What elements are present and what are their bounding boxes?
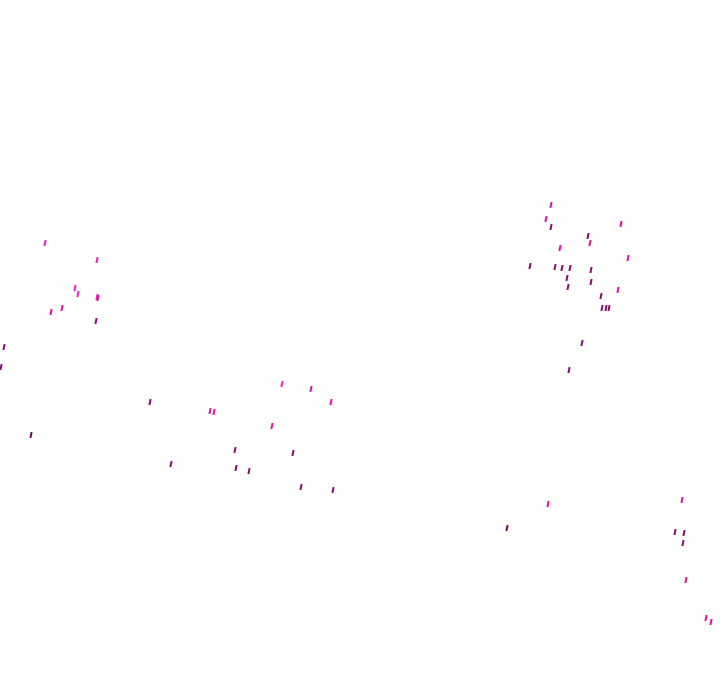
mark (558, 244, 562, 252)
mark (29, 431, 33, 439)
mark (619, 220, 623, 228)
mark (505, 524, 509, 532)
mark (599, 292, 603, 300)
mark (291, 449, 295, 457)
mark (309, 385, 313, 393)
mark (673, 528, 677, 536)
mark (2, 343, 6, 351)
mark (549, 223, 553, 231)
mark (49, 308, 53, 316)
mark (560, 264, 564, 272)
mark (709, 618, 713, 626)
mark (546, 500, 550, 508)
mark (586, 232, 590, 240)
mark (567, 366, 571, 374)
mark (299, 483, 303, 491)
mark (212, 408, 216, 416)
mark (607, 304, 611, 312)
mark (680, 496, 684, 504)
mark (604, 304, 608, 312)
mark (553, 263, 557, 271)
mark (580, 339, 584, 347)
mark (43, 239, 47, 247)
mark (589, 278, 593, 286)
mark (233, 446, 237, 454)
mark (684, 576, 688, 584)
mark (600, 304, 604, 312)
mark (73, 284, 77, 292)
mark (270, 422, 274, 430)
mark (549, 201, 553, 209)
mark (329, 398, 333, 406)
mark (208, 407, 212, 415)
mark (565, 274, 569, 282)
mark (94, 317, 98, 325)
mark (616, 286, 620, 294)
mark (95, 256, 99, 264)
center-cluster (148, 380, 335, 494)
mark (0, 363, 3, 371)
mark (148, 398, 152, 406)
mark (169, 460, 173, 468)
mark (234, 464, 238, 472)
mark (704, 614, 708, 622)
left-cluster (0, 239, 100, 439)
mark (588, 239, 592, 247)
mark (280, 380, 284, 388)
mark (626, 254, 630, 262)
right-lower-cluster (505, 496, 713, 626)
mark (568, 264, 572, 272)
mark (96, 294, 100, 302)
right-upper-cluster (528, 201, 630, 374)
mark (589, 266, 593, 274)
mark (566, 283, 570, 291)
mark (76, 290, 80, 298)
mark (682, 529, 686, 537)
mark (528, 262, 532, 270)
mark (247, 467, 251, 475)
mark (544, 215, 548, 223)
mark (60, 304, 64, 312)
mark (331, 486, 335, 494)
mark (681, 539, 685, 547)
